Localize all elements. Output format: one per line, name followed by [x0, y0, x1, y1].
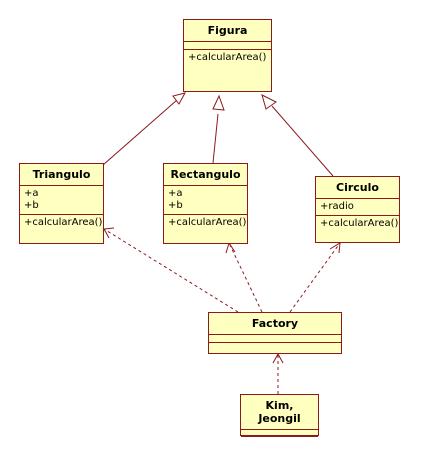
class-triangulo[interactable]: Triangulo +a +b +calcularArea(): [19, 163, 104, 244]
factory-to-circulo-line: [289, 242, 341, 313]
class-factory-attributes: [209, 335, 341, 343]
factory-to-triangulo-line: [103, 228, 239, 313]
class-rectangulo-name: Rectangulo: [164, 164, 247, 186]
class-kim-jeongil-name: Kim, Jeongil: [241, 395, 318, 430]
factory-dependency-arrowhead: [272, 352, 284, 364]
class-circulo-operations: +calcularArea(): [316, 216, 399, 242]
class-factory[interactable]: Factory: [208, 312, 342, 354]
class-figura[interactable]: Figura +calcularArea(): [183, 19, 272, 92]
class-rectangulo-attributes: +a +b: [164, 186, 247, 215]
class-factory-operations: [209, 343, 341, 353]
class-rectangulo[interactable]: Rectangulo +a +b +calcularArea(): [163, 163, 248, 244]
class-figura-attributes: [184, 42, 271, 50]
triangulo-to-figura-line: [102, 99, 178, 166]
class-rectangulo-operation: +calcularArea(): [168, 217, 247, 228]
class-triangulo-operations: +calcularArea(): [20, 215, 103, 243]
factory-to-rectangulo-line: [228, 242, 263, 313]
triangulo-generalization-arrowhead: [172, 92, 186, 105]
class-triangulo-attribute: +a: [24, 188, 39, 199]
class-kim-jeongil[interactable]: Kim, Jeongil: [240, 394, 319, 437]
class-rectangulo-operations: +calcularArea(): [164, 215, 247, 243]
circulo-generalization-arrowhead: [261, 94, 277, 110]
class-figura-operations: +calcularArea(): [184, 50, 271, 91]
rectangulo-generalization-arrowhead: [212, 94, 225, 111]
class-figura-operation: +calcularArea(): [188, 52, 267, 63]
class-rectangulo-attribute: +b: [168, 200, 183, 211]
class-factory-name: Factory: [209, 313, 341, 335]
class-circulo[interactable]: Circulo +radio +calcularArea(): [315, 176, 400, 243]
class-circulo-name: Circulo: [316, 177, 399, 199]
class-circulo-attribute: +radio: [320, 201, 354, 212]
class-triangulo-attributes: +a +b: [20, 186, 103, 215]
class-circulo-operation: +calcularArea(): [320, 218, 399, 229]
class-kim-jeongil-attributes: [241, 430, 318, 437]
rectangulo-dependency-arrowhead: [225, 241, 236, 254]
class-circulo-attributes: +radio: [316, 199, 399, 216]
circulo-to-figura-line: [271, 105, 334, 177]
rectangulo-to-figura-line: [212, 113, 219, 164]
class-rectangulo-attribute: +a: [168, 188, 183, 199]
class-kim-jeongil-operations: [241, 437, 318, 447]
class-triangulo-name: Triangulo: [20, 164, 103, 186]
circulo-dependency-arrowhead: [329, 242, 341, 254]
triangulo-dependency-arrowhead: [103, 227, 115, 239]
class-triangulo-operation: +calcularArea(): [24, 217, 103, 228]
class-triangulo-attribute: +b: [24, 200, 39, 211]
class-figura-name: Figura: [184, 20, 271, 42]
